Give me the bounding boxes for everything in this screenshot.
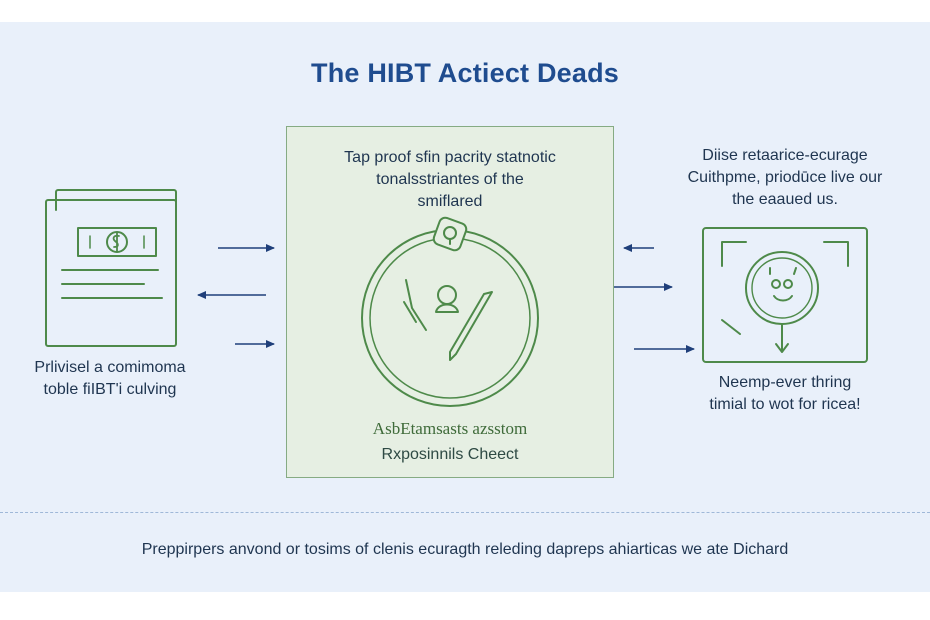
center-panel — [286, 126, 614, 478]
center-footer: AsbEtamsasts azsstom Rxposinnils Cheect — [290, 416, 610, 468]
right-header-line: the eaaued us. — [732, 191, 838, 208]
ring-tools-icon — [361, 216, 539, 407]
dashed-divider — [0, 512, 930, 513]
screen-face-icon — [702, 227, 868, 363]
center-header: Tap proof sfin pacrity statnotic tonalss… — [290, 147, 610, 213]
left-caption: Prlivisel a comimoma toble fiIBT'i culvi… — [10, 357, 210, 401]
left-caption-line: Prlivisel a comimoma — [34, 359, 186, 376]
document-dollar-icon — [45, 189, 177, 347]
right-caption-line: Neemp-ever thring — [718, 374, 852, 391]
right-header-line: Diise retaarice-ecurage — [702, 147, 868, 164]
center-header-line: smiflared — [417, 193, 483, 210]
center-footer-line: AsbEtamsasts azsstom — [372, 419, 528, 438]
right-caption: Neemp-ever thring timial to wot for rice… — [650, 372, 920, 416]
right-header: Diise retaarice-ecurage Cuithpme, priodū… — [650, 145, 920, 211]
footer-note: Preppirpers anvond or tosims of clenis e… — [141, 541, 789, 558]
diagram-title: The HIBT Actiect Deads — [311, 58, 619, 88]
center-header-line: Tap proof sfin pacrity statnotic — [344, 149, 556, 166]
left-caption-line: toble fiIBT'i culving — [43, 381, 177, 398]
center-footer-line: Rxposinnils Cheect — [381, 446, 519, 463]
right-caption-line: timial to wot for ricea! — [709, 396, 861, 413]
center-header-line: tonalsstriantes of the — [376, 171, 524, 188]
right-header-line: Cuithpme, priodūce live our — [687, 169, 883, 186]
